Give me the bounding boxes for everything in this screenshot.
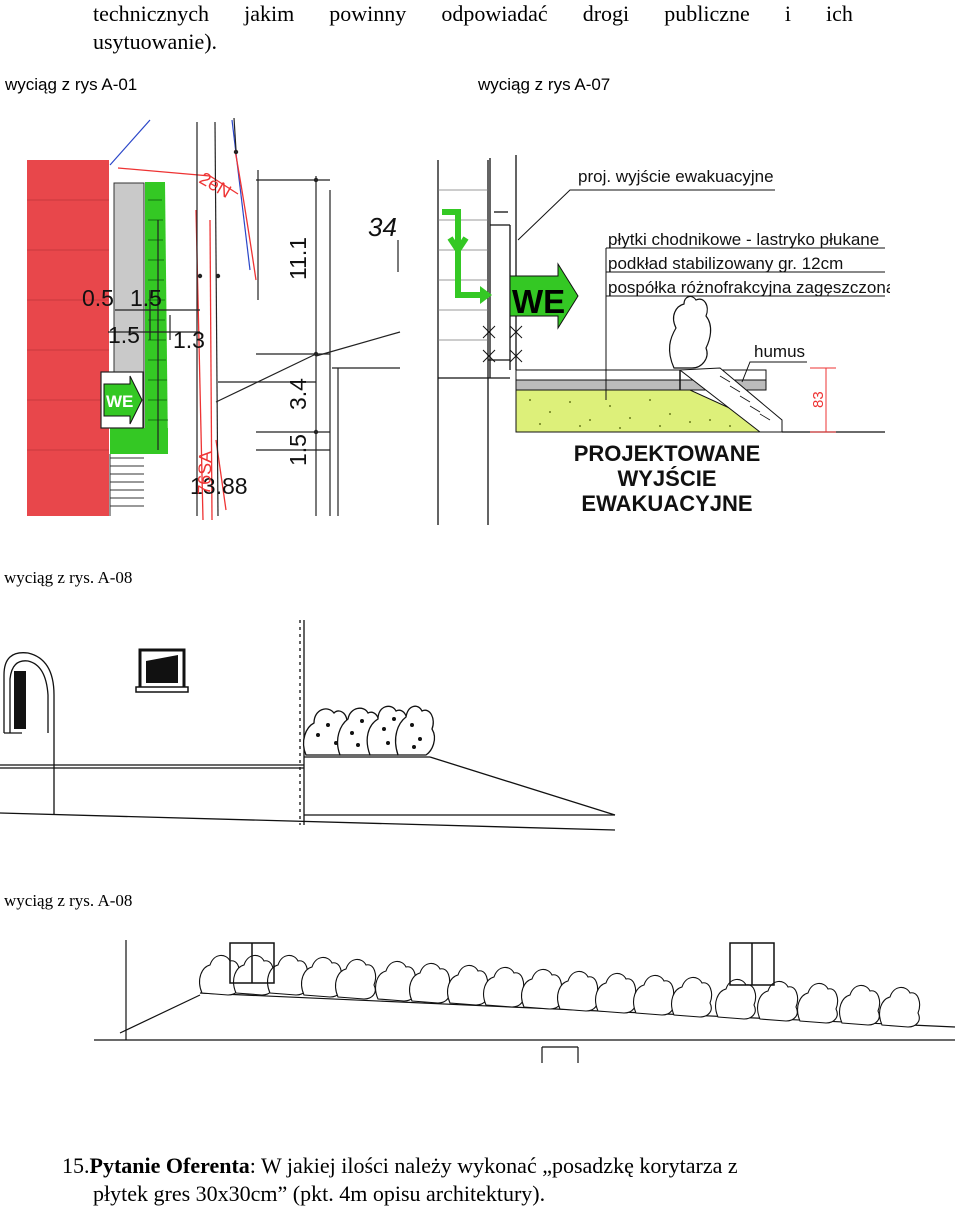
- question-number: 15.: [62, 1153, 90, 1178]
- intro-word: ich: [826, 1, 853, 26]
- intro-word: i: [784, 1, 791, 26]
- question-line-1: 15.Pytanie Oferenta: W jakiej ilości nal…: [62, 1152, 942, 1180]
- label-humus: humus: [754, 342, 805, 361]
- title-line-1: PROJEKTOWANE: [574, 441, 761, 466]
- intro-paragraph: technicznych jakim powinny odpowiadać dr…: [93, 0, 853, 56]
- dim-0-5: 0.5: [82, 285, 114, 311]
- green-landing: [110, 428, 168, 454]
- label-exit: proj. wyjście ewakuacyjne: [578, 167, 774, 186]
- drawing-a07: WE 83 proj. wyjście ewakuacyjne płytki c…: [437, 155, 890, 525]
- green-arrow-head: [480, 286, 492, 304]
- red-lines: [117, 149, 257, 521]
- intro-word: powinny: [329, 1, 407, 26]
- dim-ticks: [197, 149, 319, 435]
- window-glass: [146, 655, 178, 683]
- green-route: [442, 209, 482, 298]
- intro-line-1: technicznych jakim powinny odpowiadać dr…: [93, 0, 853, 28]
- wall-fill: [27, 160, 109, 516]
- a07-title: PROJEKTOWANE WYJŚCIE EWAKUACYJNE: [574, 441, 761, 516]
- caption-a07: wyciąg z rys A-07: [478, 75, 611, 94]
- stairs: [109, 454, 144, 516]
- label-layer-1: płytki chodnikowe - lastryko płukane: [608, 230, 879, 249]
- humus-slope: [678, 367, 783, 433]
- drawing-a08-first: [0, 620, 616, 831]
- dim-83: 83: [810, 391, 827, 408]
- dim-13-88: 13.88: [190, 473, 248, 499]
- a08b-windows: [229, 942, 775, 986]
- arch-shadow: [14, 671, 26, 729]
- a07-labels: proj. wyjście ewakuacyjne płytki chodnik…: [578, 167, 890, 361]
- wall-hatch: [27, 199, 109, 451]
- intro-word: drogi: [582, 1, 630, 26]
- we-arrow: [103, 375, 143, 425]
- caption-a01: wyciąg z rys A-01: [5, 75, 138, 94]
- dim-11-1: 11.1: [285, 237, 311, 280]
- intro-word: publiczne: [664, 1, 750, 26]
- a08-elevation: [0, 620, 616, 831]
- label-layer-2: podkład stabilizowany gr. 12cm: [608, 254, 843, 273]
- dim-1-5-top: 1.5: [130, 285, 162, 311]
- blue-lines: [109, 119, 251, 271]
- title-line-3: EWAKUACYJNE: [581, 491, 752, 516]
- dims-a01-vertical: 11.1 3.4 1.5: [285, 237, 311, 466]
- question-15: 15.Pytanie Oferenta: W jakiej ilości nal…: [62, 1152, 942, 1208]
- dim-1-5-vertical: 1.5: [285, 434, 311, 466]
- we-sign-a07-text: WE: [512, 283, 565, 320]
- dim-1-5: 1.5: [108, 322, 140, 348]
- red-label-76SA: 76SA: [194, 450, 216, 495]
- shrub-a07: [668, 295, 712, 369]
- a08b-shrubs: [199, 954, 921, 1028]
- a07-cross-marks: [482, 325, 523, 363]
- intro-line-2: usytuowanie).: [93, 29, 218, 54]
- label-34: 34: [368, 212, 397, 242]
- aggregate-dots: [529, 399, 731, 429]
- drawing-a08-second: [94, 940, 956, 1063]
- a07-leaders: [517, 189, 885, 400]
- label-layer-3: pospółka różnofrakcyjna zagęszczona: [608, 278, 890, 297]
- caption-a08-second: wyciąg z rys. A-08: [4, 891, 133, 910]
- drawing-a01: WE: [27, 117, 401, 521]
- question-text: : W jakiej ilości należy wykonać „posadz…: [249, 1153, 738, 1178]
- construction-lines: [108, 117, 401, 517]
- question-bold: Pytanie Oferenta: [89, 1153, 250, 1178]
- we-sign-text: WE: [106, 392, 133, 411]
- dims-a01: 0.5 1.5 1.5 1.3 13.88: [82, 285, 248, 499]
- question-line-2: płytek gres 30x30cm” (pkt. 4m opisu arch…: [93, 1181, 546, 1206]
- dim-1-3: 1.3: [173, 327, 205, 353]
- title-line-2: WYJŚCIE: [617, 466, 716, 491]
- caption-a08-first: wyciąg z rys. A-08: [4, 568, 133, 587]
- dim-3-4: 3.4: [285, 378, 311, 410]
- green-ramp: [145, 182, 168, 450]
- a08-shrub-texture: [316, 717, 422, 749]
- intro-word: jakim: [244, 1, 295, 26]
- humus-hatch: [719, 375, 771, 421]
- intro-word: odpowiadać: [441, 1, 548, 26]
- dim-83-lines: [810, 367, 836, 433]
- a07-stair-lines: [438, 189, 488, 341]
- we-sign-a07: [509, 262, 579, 330]
- intro-word: technicznych: [93, 1, 210, 26]
- window-sill: [135, 686, 189, 693]
